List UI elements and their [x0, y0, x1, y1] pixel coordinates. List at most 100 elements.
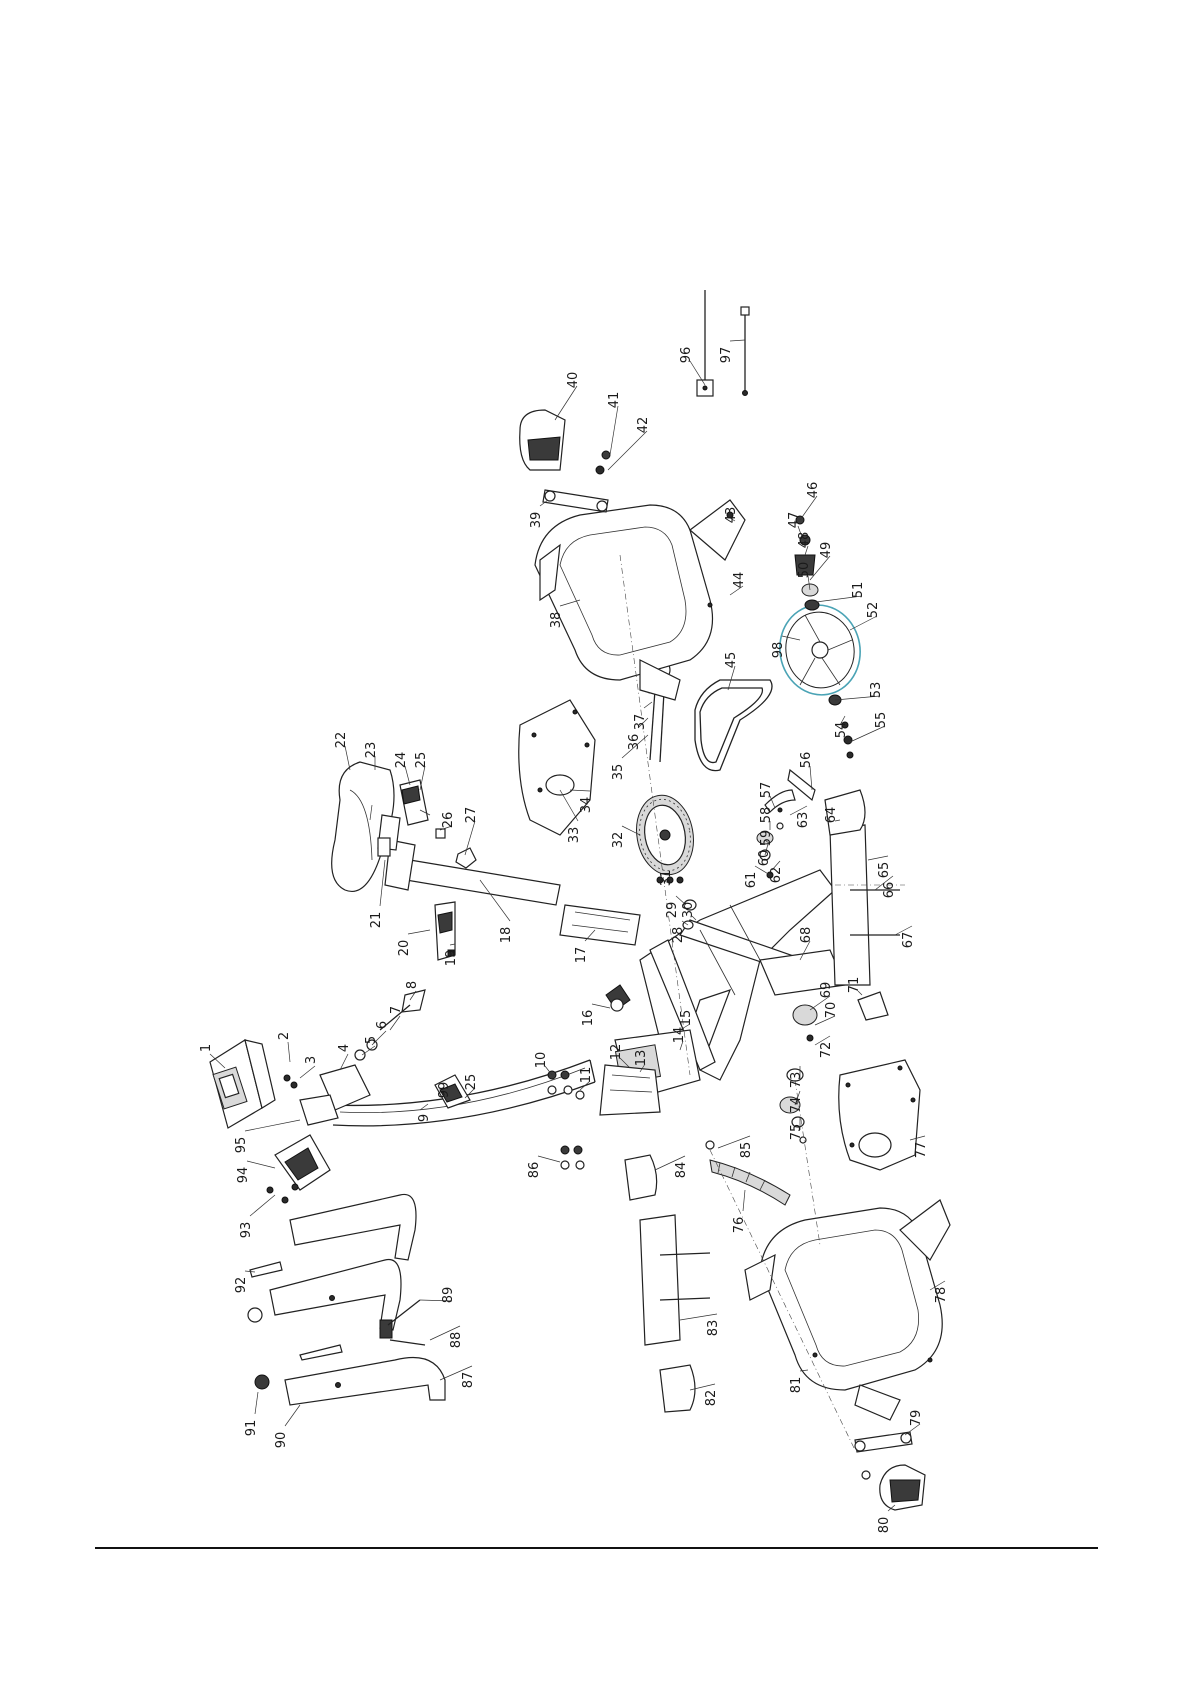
leader-line-93: [250, 1195, 275, 1216]
drive-belt: [695, 680, 772, 771]
fastener-group-86: [561, 1146, 584, 1169]
part-number-45: 45: [724, 652, 739, 669]
pedal-right: [862, 1465, 925, 1510]
part-number-54: 54: [834, 722, 849, 739]
adjust-knob: [606, 985, 630, 1011]
part-number-76: 76: [732, 1217, 747, 1234]
part-number-10: 10: [534, 1052, 549, 1069]
leader-line-16: [592, 1004, 610, 1008]
leader-line-86: [538, 1156, 560, 1162]
inner-cover-right: [839, 1060, 920, 1170]
part-number-27: 27: [464, 807, 479, 824]
part-number-55: 55: [874, 712, 889, 729]
part-number-37: 37: [633, 714, 648, 731]
part-number-64: 64: [824, 807, 839, 824]
part-number-80: 80: [877, 1517, 892, 1534]
part-number-77: 77: [914, 1142, 929, 1159]
part-number-73: 73: [789, 1072, 804, 1089]
sensor-wire-96: [697, 290, 713, 396]
drive-pulley: [630, 791, 699, 880]
part-number-47: 47: [787, 512, 802, 529]
part-number-24: 24: [394, 752, 409, 769]
part-number-6: 6: [375, 1021, 390, 1029]
part-number-30: 30: [681, 902, 696, 919]
leader-line-94: [247, 1161, 275, 1168]
front-post-cover: [600, 1065, 660, 1115]
part-number-56: 56: [799, 752, 814, 769]
leader-line-95: [245, 1120, 300, 1131]
leader-line-25: [420, 766, 425, 790]
part-number-87: 87: [461, 1372, 476, 1389]
console: [210, 1040, 297, 1128]
part-number-58: 58: [759, 807, 774, 824]
part-number-31: 31: [659, 870, 674, 887]
leader-line-42: [608, 431, 647, 470]
part-number-38: 38: [549, 612, 564, 629]
part-number-2: 2: [277, 1032, 292, 1040]
part-number-86: 86: [527, 1162, 542, 1179]
part-number-82: 82: [704, 1390, 719, 1407]
part-number-79: 79: [909, 1410, 924, 1427]
part-number-75: 75: [789, 1124, 804, 1141]
part-number-60: 60: [757, 850, 772, 867]
part-number-13: 13: [634, 1050, 649, 1067]
part-number-95: 95: [234, 1137, 249, 1154]
flywheel: [773, 599, 867, 702]
part-number-29: 29: [665, 902, 680, 919]
part-number-97: 97: [719, 347, 734, 364]
part-number-12: 12: [609, 1044, 624, 1061]
leader-line-83: [680, 1314, 717, 1320]
part-number-40: 40: [566, 372, 581, 389]
sensor-wire-97: [741, 307, 749, 396]
part-number-57: 57: [759, 782, 774, 799]
part-number-48: 48: [797, 532, 812, 549]
part-number-67: 67: [901, 932, 916, 949]
part-number-51: 51: [851, 582, 866, 599]
part-number-66: 66: [882, 882, 897, 899]
part-number-71: 71: [847, 977, 862, 994]
leader-line-97: [730, 340, 745, 341]
leader-line-41: [610, 406, 618, 455]
part-number-91: 91: [244, 1420, 259, 1437]
part-number-25: 25: [414, 752, 429, 769]
part-number-26: 26: [441, 812, 456, 829]
part-number-92: 92: [234, 1277, 249, 1294]
part-number-65: 65: [877, 862, 892, 879]
part-number-70: 70: [824, 1002, 839, 1019]
part-number-83: 83: [706, 1320, 721, 1337]
part-number-62: 62: [769, 867, 784, 884]
crank-arm-right: [855, 1432, 912, 1452]
main-frame: [615, 870, 845, 1100]
part-number-4: 4: [337, 1044, 352, 1052]
part-number-22: 22: [334, 732, 349, 749]
part-number-74: 74: [789, 1097, 804, 1114]
leader-line-40: [555, 386, 577, 420]
part-number-35: 35: [611, 764, 626, 781]
side-shroud-left: [535, 500, 745, 700]
part-number-25: 25: [464, 1074, 479, 1091]
part-number-18: 18: [499, 927, 514, 944]
part-number-43: 43: [724, 507, 739, 524]
part-number-85: 85: [739, 1142, 754, 1159]
part-number-36: 36: [627, 734, 642, 751]
front-stabilizer: [625, 1155, 710, 1412]
leader-line-20: [408, 930, 430, 934]
leader-line-22: [345, 746, 350, 770]
pedal-left: [520, 410, 610, 474]
crank-arm-left: [543, 490, 608, 512]
leader-line-3: [300, 1066, 315, 1078]
part-number-49: 49: [819, 542, 834, 559]
part-number-1: 1: [199, 1044, 214, 1052]
leader-line-91: [255, 1392, 258, 1414]
part-number-9: 9: [417, 1114, 432, 1122]
console-back-cover: [267, 1135, 330, 1203]
part-number-23: 23: [364, 742, 379, 759]
part-number-50: 50: [797, 562, 812, 579]
part-number-63: 63: [796, 812, 811, 829]
rear-stabilizer: [825, 790, 900, 1020]
part-number-90: 90: [274, 1432, 289, 1449]
part-number-98: 98: [771, 642, 786, 659]
part-number-72: 72: [819, 1042, 834, 1059]
part-number-81: 81: [789, 1377, 804, 1394]
part-number-59: 59: [759, 830, 774, 847]
